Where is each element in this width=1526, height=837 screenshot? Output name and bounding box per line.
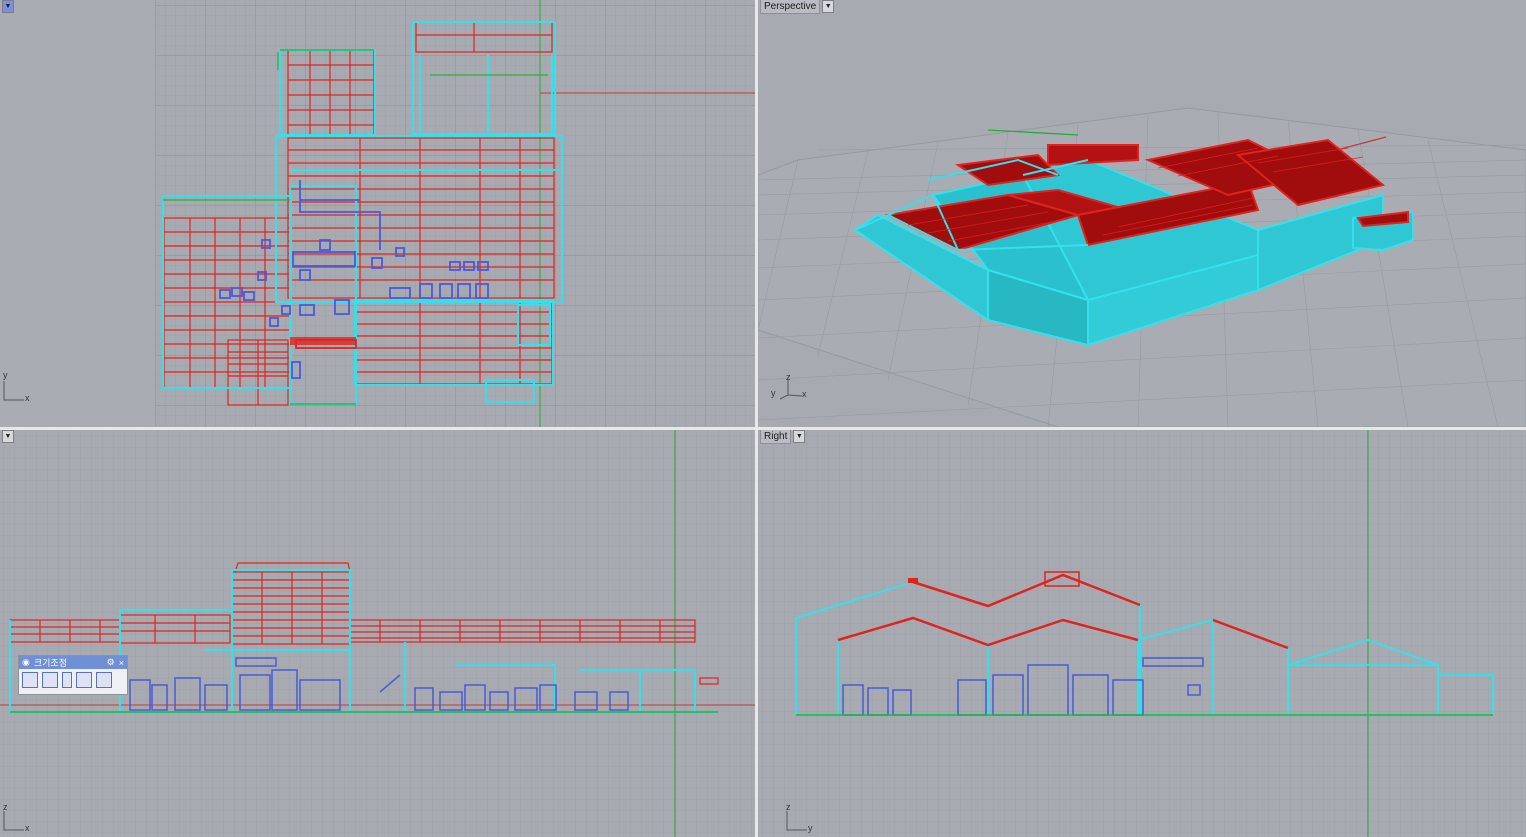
shear-icon[interactable] [96, 672, 112, 688]
axis-indicator [786, 811, 807, 831]
axis-label-y: y [771, 388, 776, 398]
axis-label-z: z [3, 802, 8, 812]
toolbar-app-icon: ◉ [22, 657, 30, 667]
scale-toolbar-icons [19, 669, 127, 691]
viewport-menu-arrow[interactable]: ▼ [2, 430, 14, 443]
axis-label-y: y [3, 370, 8, 380]
axis-indicator [3, 811, 24, 831]
top-view-canvas [0, 0, 755, 427]
axis-label-x: x [802, 389, 807, 399]
viewport-top[interactable]: ▼ y x [0, 0, 755, 427]
building-3d [853, 138, 1414, 347]
viewport-top-title[interactable]: ▼ [2, 0, 14, 13]
viewport-right-title[interactable]: Right ▼ [760, 430, 806, 444]
right-view-canvas [758, 430, 1526, 837]
nonuniform-scale-icon[interactable] [76, 672, 92, 688]
axis-label-z: z [786, 372, 791, 382]
scale-toolbar[interactable]: ◉ 크기조정 ⚙ × [18, 655, 128, 695]
axis-indicator [779, 380, 803, 400]
viewport-menu-arrow[interactable]: ▼ [822, 0, 835, 13]
viewport-label: Perspective [760, 0, 821, 14]
scale-1d-icon[interactable] [62, 672, 72, 688]
axis-indicator [3, 381, 24, 401]
viewport-perspective-title[interactable]: Perspective ▼ [760, 0, 835, 14]
axis-label-x: x [25, 393, 30, 403]
viewport-front[interactable]: ▼ z x [0, 430, 755, 837]
close-icon[interactable]: × [118, 657, 124, 668]
viewport-perspective[interactable]: Perspective ▼ z y x [758, 0, 1526, 427]
viewport-label: Right [760, 430, 792, 444]
viewport-front-title[interactable]: ▼ [2, 430, 14, 443]
axis-label-x: x [25, 823, 30, 833]
axis-label-z: z [786, 802, 791, 812]
gear-icon[interactable]: ⚙ [106, 657, 115, 667]
scale-2d-icon[interactable] [42, 672, 58, 688]
scale-toolbar-title: 크기조정 [33, 658, 67, 668]
perspective-view-canvas [758, 107, 1526, 427]
building-elevation-right [795, 571, 1494, 716]
front-view-canvas [0, 430, 755, 837]
axis-label-y: y [808, 823, 813, 833]
scale-toolbar-header[interactable]: ◉ 크기조정 ⚙ × [19, 656, 127, 669]
viewport-menu-arrow[interactable]: ▼ [793, 430, 806, 443]
scale-3d-icon[interactable] [22, 672, 38, 688]
building-plan [162, 21, 563, 406]
viewport-menu-arrow[interactable]: ▼ [2, 0, 14, 13]
viewport-right[interactable]: Right ▼ z y [758, 430, 1526, 837]
